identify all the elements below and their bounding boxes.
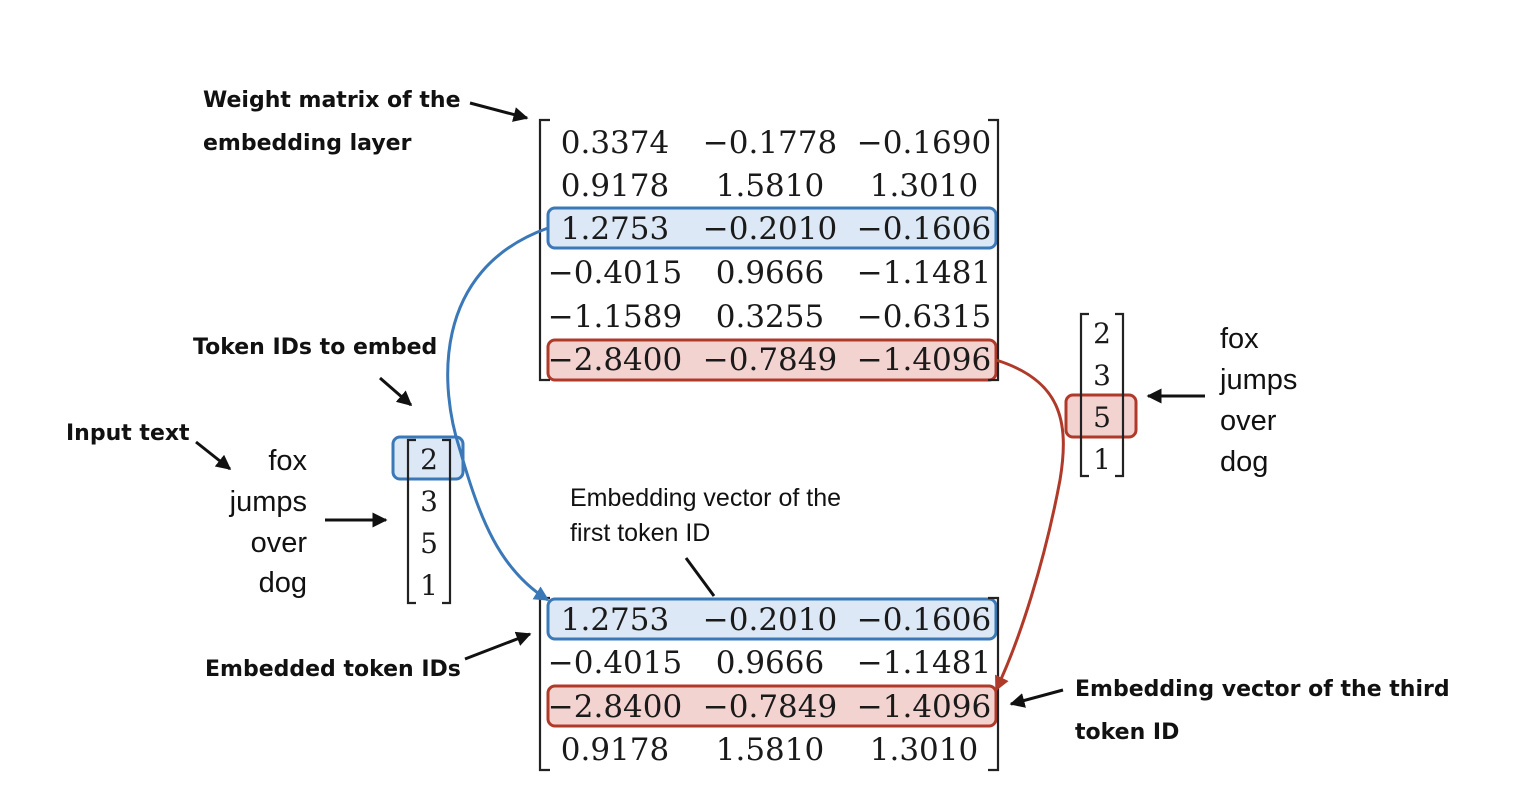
token-ids-pointer-arrow (379, 376, 413, 407)
token-id: 2 (420, 443, 438, 476)
lookup-row-5-red-arrow (994, 358, 1065, 692)
third-vector-pointer-arrow (1009, 688, 1064, 708)
token-ids-label: Token IDs to embed (193, 335, 437, 360)
weight-cell: −0.6315 (857, 299, 991, 335)
weight-cell: 0.3255 (716, 299, 824, 335)
embedded-cell: −2.8400 (548, 689, 682, 725)
third-vector-label-line2: token ID (1075, 720, 1179, 745)
embedded-matrix: 1.2753 −0.2010 −0.1606 −0.4015 0.9666 −1… (548, 602, 991, 768)
weight-matrix-right-bracket (988, 118, 1000, 382)
weight-cell: 1.3010 (870, 168, 978, 204)
third-vector-label-line1: Embedding vector of the third (1075, 677, 1450, 702)
embedded-row-3-highlight (546, 684, 998, 728)
embedded-cell: −0.4015 (548, 645, 682, 681)
input-word: dog (1220, 446, 1268, 478)
token-id: 3 (1093, 359, 1111, 392)
input-word: fox (268, 445, 307, 477)
right-token-vector-right-bracket (1115, 312, 1125, 478)
token-id: 1 (420, 569, 438, 602)
input-word: over (251, 527, 308, 559)
weight-cell: 1.5810 (716, 168, 824, 204)
left-token-id-vector: 2 3 5 1 (420, 443, 438, 602)
input-word: jumps (1219, 364, 1297, 396)
weight-cell: −1.1589 (548, 299, 682, 335)
input-text-label: Input text (66, 421, 190, 446)
input-word: jumps (229, 486, 307, 518)
right-token-id-vector: 2 3 5 1 (1093, 317, 1111, 476)
weight-cell: 0.3374 (561, 125, 669, 161)
weight-matrix-label-line1: Weight matrix of the (203, 88, 461, 113)
weight-matrix-left-bracket (538, 118, 550, 382)
embedded-ids-pointer-arrow (464, 631, 532, 661)
embedded-cell: −0.7849 (703, 689, 837, 725)
weight-cell: 0.9178 (561, 168, 669, 204)
weight-cell: −1.1481 (857, 255, 991, 291)
weight-cell: −0.4015 (548, 255, 682, 291)
embedded-cell: 1.2753 (561, 602, 669, 638)
lookup-row-2-blue-arrow (446, 226, 550, 602)
weight-cell: −0.1690 (857, 125, 991, 161)
embedded-token-ids-label: Embedded token IDs (205, 657, 461, 682)
weight-cell: −0.7849 (703, 342, 837, 378)
input-text-pointer-arrow (195, 440, 232, 471)
weight-cell: −2.8400 (548, 342, 682, 378)
weight-cell: −0.1606 (857, 211, 991, 247)
token-id: 1 (1093, 443, 1111, 476)
weight-cell: 1.2753 (561, 211, 669, 247)
weight-matrix-pointer-arrow (469, 101, 529, 122)
right-token-vector-left-bracket (1079, 312, 1089, 478)
weight-cell: −0.2010 (703, 211, 837, 247)
first-vector-label-line1: Embedding vector of the (570, 484, 841, 512)
left-input-words: fox jumps over dog (229, 445, 308, 599)
first-vector-label-line2: first token ID (570, 519, 710, 547)
weight-cell: 0.9666 (716, 255, 824, 291)
first-vector-pointer-line (684, 557, 716, 597)
right-input-words: fox jumps over dog (1219, 323, 1297, 478)
embedded-cell: 0.9666 (716, 645, 824, 681)
weight-matrix: 0.3374 −0.1778 −0.1690 0.9178 1.5810 1.3… (548, 125, 991, 378)
embedded-cell: 1.5810 (716, 732, 824, 768)
token-id: 5 (420, 527, 438, 560)
embedded-cell: −1.1481 (857, 645, 991, 681)
input-word: fox (1220, 323, 1259, 355)
token-id: 5 (1093, 401, 1111, 434)
weight-cell: −1.4096 (857, 342, 991, 378)
embedded-cell: −1.4096 (857, 689, 991, 725)
embedded-cell: 0.9178 (561, 732, 669, 768)
weight-cell: −0.1778 (703, 125, 837, 161)
token-id: 2 (1093, 317, 1111, 350)
embedded-cell: −0.1606 (857, 602, 991, 638)
embedded-cell: −0.2010 (703, 602, 837, 638)
input-word: dog (259, 567, 307, 599)
left-token-vector-right-bracket (442, 438, 452, 605)
right-token-5-highlight (1064, 393, 1138, 439)
embedded-cell: 1.3010 (870, 732, 978, 768)
embedded-row-1-highlight (546, 597, 998, 641)
weight-matrix-label-line2: embedding layer (203, 131, 412, 156)
input-word: over (1220, 405, 1277, 437)
token-id: 3 (420, 485, 438, 518)
left-token-vector-left-bracket (406, 438, 416, 605)
